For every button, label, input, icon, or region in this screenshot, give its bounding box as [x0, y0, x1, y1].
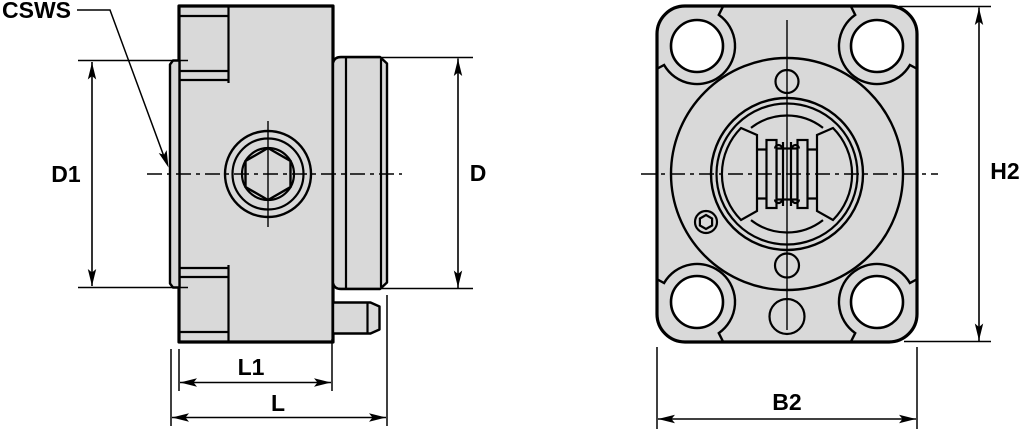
bolt-hole-top-right	[849, 18, 905, 74]
bolt-hole-bottom-left	[669, 274, 725, 330]
dimension-b2: B2	[656, 347, 918, 429]
dimension-h2: H2	[899, 5, 1020, 343]
dim-label-l1: L1	[238, 354, 265, 380]
dimension-d1: D1	[51, 59, 188, 289]
set-screw-hex-socket	[698, 213, 714, 231]
side-view: CSWS D1 D L1	[2, 0, 486, 426]
dimension-l: L	[170, 295, 388, 426]
corner-scallops	[656, 5, 918, 343]
csws-callout: CSWS	[2, 0, 173, 169]
dim-label-csws: CSWS	[2, 0, 71, 23]
mounting-holes	[669, 18, 905, 330]
right-wedge	[815, 126, 854, 222]
coolant-port	[331, 301, 381, 335]
bolt-hole-bottom-right	[849, 274, 905, 330]
dim-label-l: L	[271, 390, 285, 416]
bottom-block-feature	[179, 265, 230, 342]
dim-label-b2: B2	[772, 389, 801, 415]
dim-label-d: D	[470, 160, 487, 186]
dim-label-d1: D1	[51, 161, 81, 187]
dimension-l1: L1	[178, 339, 333, 391]
rear-boss	[331, 55, 389, 291]
bolt-hole-top-left	[669, 18, 725, 74]
hex-set-screw	[693, 209, 719, 235]
top-block-feature	[179, 6, 230, 83]
dimension-d: D	[336, 56, 487, 290]
front-view: H2 B2	[641, 4, 1020, 429]
dim-label-h2: H2	[990, 158, 1019, 184]
